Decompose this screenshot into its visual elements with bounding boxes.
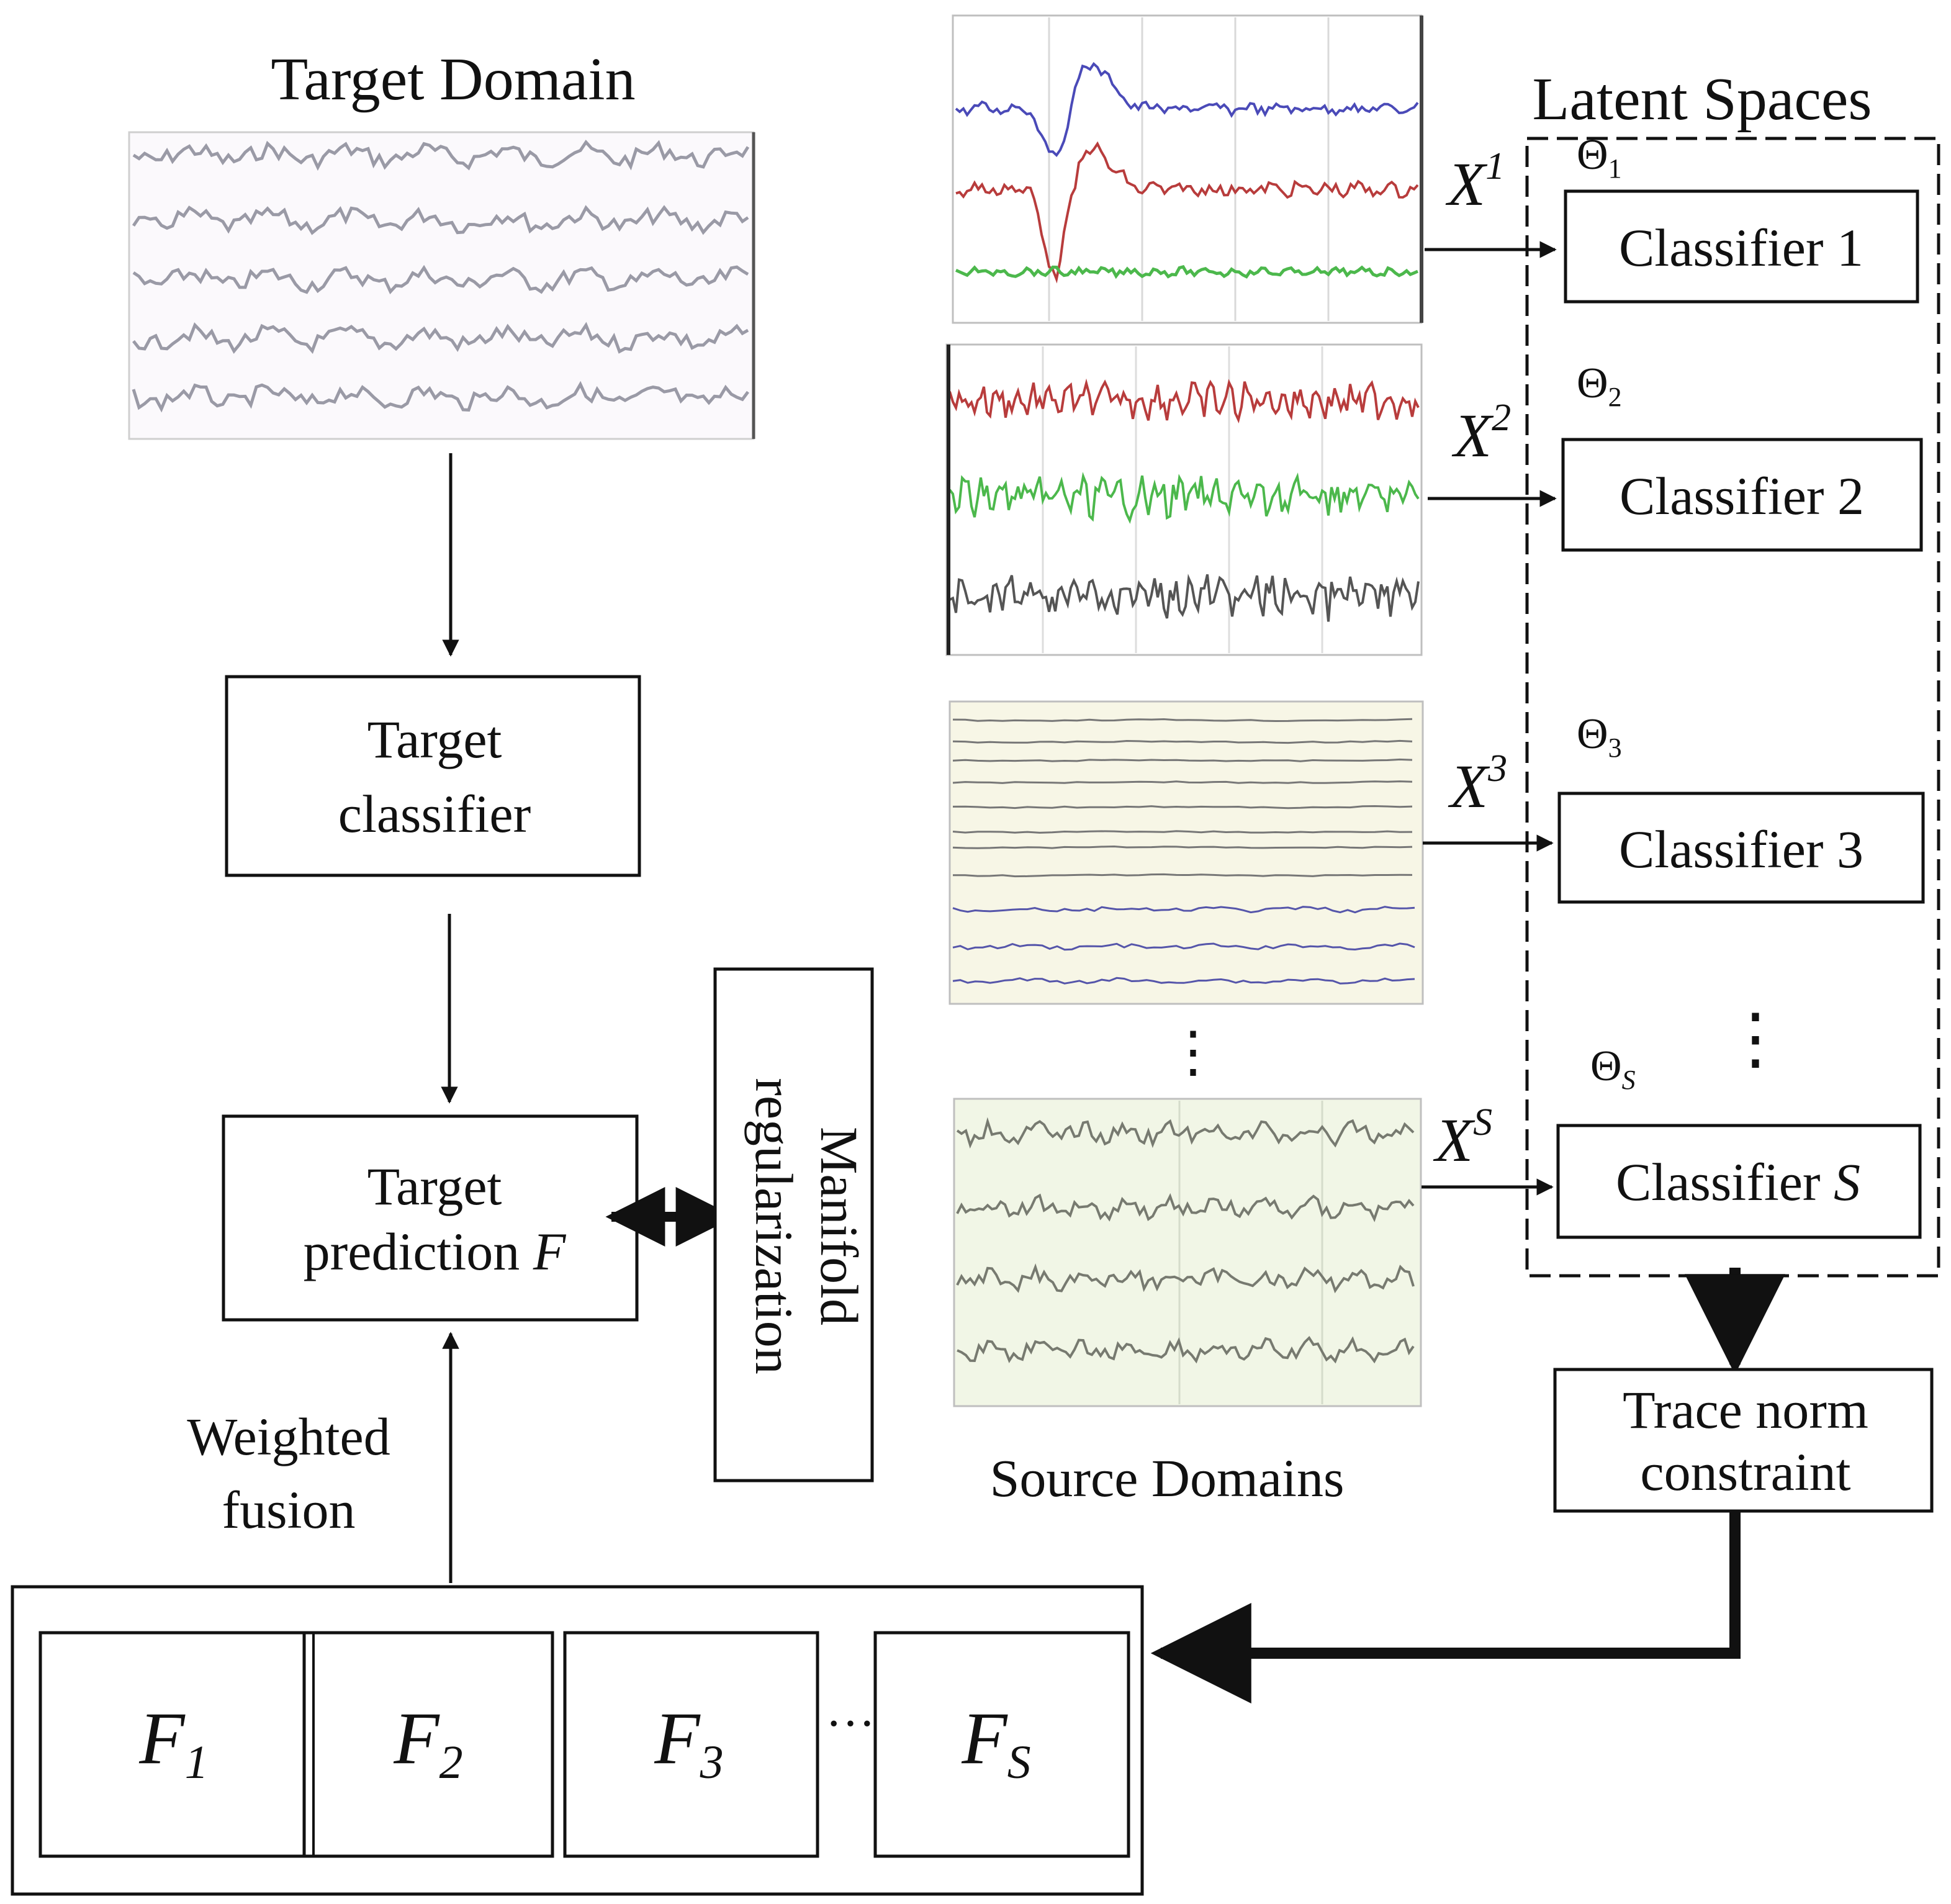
panel3-gray-line-7	[952, 845, 1413, 849]
target-trace-2	[132, 205, 749, 235]
target-classifier-line1: Target	[367, 710, 502, 769]
classifier-2-label: Classifier 2	[1620, 466, 1864, 526]
fusion-f1-base: F	[138, 1697, 186, 1779]
thetas-label: ΘS	[1590, 1042, 1636, 1095]
x3-label: X3	[1448, 747, 1507, 821]
source-panel-2	[945, 343, 1423, 656]
classifier-3-box	[1557, 792, 1925, 904]
target-classifier-box: Target classifier	[225, 675, 641, 877]
panel3-gray-line-3	[952, 758, 1413, 762]
fusion-f2-base: F	[393, 1697, 440, 1779]
panelS-trace-3	[956, 1263, 1415, 1294]
fusion-f1-sub: 1	[185, 1736, 209, 1789]
panel3-gray-line-4	[952, 780, 1413, 784]
panel3-gray-line-2	[952, 739, 1413, 744]
target-prediction-line1: Target	[367, 1157, 502, 1216]
classifier-3-label: Classifier 3	[1619, 819, 1863, 879]
latent-row-2: X2 Θ2 Classifier 2	[1428, 359, 1923, 552]
target-trace-3	[132, 264, 749, 295]
weighted-fusion-line1: Weighted	[187, 1407, 390, 1466]
source-panel-3	[948, 700, 1424, 1005]
svg-text:F2: F2	[393, 1697, 462, 1789]
target-trace-5	[132, 381, 750, 413]
classifier-2-box	[1561, 438, 1923, 552]
source-panel-1	[952, 14, 1423, 324]
x1-label: X1	[1445, 145, 1505, 219]
latent-row-1: X1 Θ1 Classifier 1	[1425, 131, 1919, 304]
fusion-box-f2: F2	[302, 1631, 554, 1858]
panel3-blue-line-2	[952, 942, 1415, 951]
latent-ellipsis: ⋮	[1721, 1001, 1790, 1076]
fusion-box-f3: F3	[563, 1631, 819, 1858]
target-prediction-box: Target prediction F	[222, 1114, 639, 1322]
target-domain-signal-panel	[128, 131, 755, 440]
target-trace-4	[132, 322, 749, 354]
panel2-gray-trace	[949, 574, 1420, 622]
trace-norm-box: Trace norm constraint	[1553, 1368, 1934, 1513]
panel3-gray-line-1	[952, 718, 1413, 723]
arrow-trace-norm-to-fusion	[1150, 1511, 1741, 1703]
xs-label: XS	[1433, 1101, 1492, 1175]
trace-norm-line1: Trace norm	[1623, 1380, 1868, 1440]
panel3-gray-line-6	[952, 830, 1413, 834]
target-classifier-line2: classifier	[338, 784, 531, 844]
fusion-ellipsis: …	[826, 1682, 875, 1737]
manifold-line2: regularization	[744, 1078, 804, 1374]
panelS-trace-2	[956, 1193, 1415, 1222]
fusion-f2-sub: 2	[439, 1736, 463, 1789]
fusion-box-f1: F1	[38, 1631, 315, 1858]
latent-spaces-frame	[1525, 137, 1940, 1278]
svg-text:F3: F3	[654, 1697, 723, 1789]
target-prediction-line2: prediction F	[304, 1222, 567, 1281]
panel2-red-trace	[948, 378, 1420, 424]
panelS-trace-1	[956, 1117, 1415, 1149]
source-domains-label: Source Domains	[990, 1448, 1345, 1508]
fusion-f3-base: F	[654, 1697, 701, 1779]
source-domains-ellipsis: ⋮	[1165, 1022, 1221, 1083]
latent-row-3: X3 Θ3 Classifier 3	[1423, 710, 1925, 904]
panel3-blue-line-3	[952, 977, 1415, 985]
fusion-f3-sub: 3	[700, 1736, 724, 1789]
classifier-s-label: Classifier S	[1616, 1152, 1860, 1212]
weighted-fusion-line2: fusion	[222, 1480, 356, 1540]
panel1-green-trace	[955, 264, 1419, 279]
classifier-s-box	[1556, 1124, 1922, 1239]
panel1-blue-trace	[955, 61, 1419, 158]
panel3-blue-line-1	[952, 906, 1415, 914]
target-trace-1	[132, 139, 750, 171]
theta1-label: Θ1	[1577, 131, 1622, 184]
fusion-box-fs: FS	[873, 1631, 1130, 1858]
theta2-label: Θ2	[1577, 359, 1622, 412]
fusion-container: F1 F2 F3 … FS	[11, 1585, 1144, 1896]
latent-spaces-title: Latent Spaces	[1533, 66, 1872, 133]
source-panel-s	[953, 1098, 1422, 1407]
panel3-gray-line-8	[953, 873, 1413, 878]
panel3-gray-line-5	[952, 805, 1413, 810]
panel1-red-trace	[955, 141, 1419, 284]
theta3-label: Θ3	[1577, 710, 1622, 763]
trace-norm-line2: constraint	[1640, 1442, 1850, 1502]
svg-text:FS: FS	[961, 1697, 1030, 1789]
fusion-fs-base: F	[961, 1697, 1008, 1779]
classifier-1-label: Classifier 1	[1619, 218, 1863, 277]
target-domain-title: Target Domain	[271, 46, 635, 113]
fusion-fs-sub: S	[1007, 1736, 1031, 1789]
latent-row-s: XS ΘS Classifier S	[1422, 1042, 1922, 1239]
panelS-trace-4	[957, 1335, 1415, 1364]
x2-label: X2	[1451, 397, 1511, 470]
manifold-regularization-box: Manifold regularization	[713, 967, 874, 1482]
manifold-line1: Manifold	[809, 1127, 869, 1325]
svg-text:F1: F1	[138, 1697, 208, 1789]
classifier-1-box	[1564, 189, 1919, 304]
panel2-green-trace	[948, 472, 1420, 524]
